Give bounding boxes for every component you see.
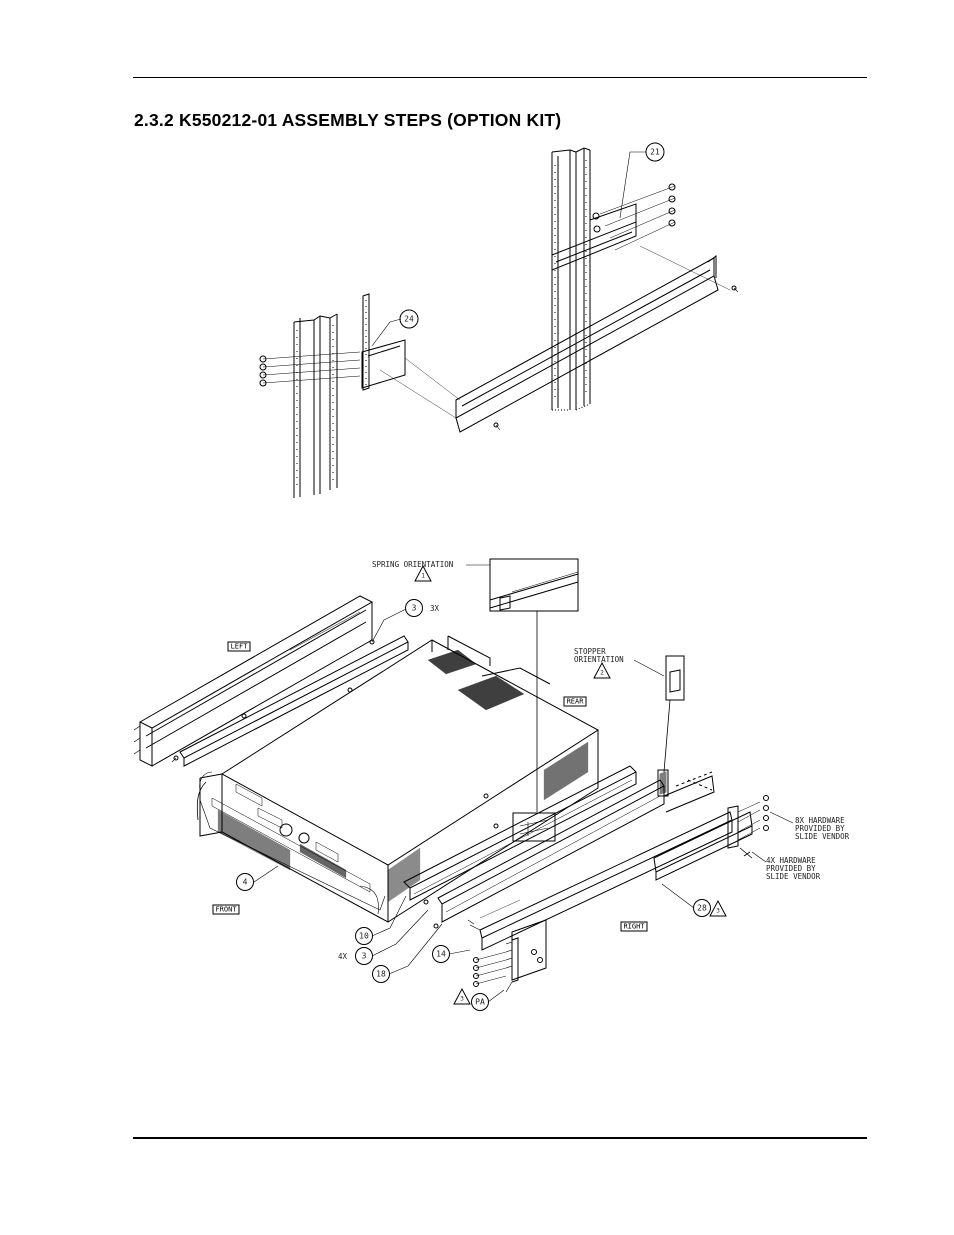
callout-24-label: 24 — [404, 315, 414, 324]
tag-rear: REAR — [567, 698, 585, 706]
callout-pa — [471, 993, 489, 1011]
callout-24 — [399, 309, 419, 329]
callout-3-top-label: 3 — [412, 604, 417, 613]
spring-detail-view — [466, 558, 579, 812]
rear-rack-post — [551, 147, 591, 411]
callout-14-label: 14 — [436, 950, 446, 959]
front-right-bracket — [473, 919, 547, 993]
callout-4 — [236, 873, 254, 891]
stopper-detail-view — [633, 655, 685, 773]
top-rack-figure — [259, 142, 739, 498]
callout-28-flag-label: 3 — [716, 908, 720, 915]
hw4-note-line1: 4X HARDWARE — [766, 856, 816, 865]
callout-3-top — [405, 599, 423, 617]
spring-orientation-note: SPRING ORIENTATION — [372, 560, 453, 569]
footer-rule — [133, 1137, 867, 1139]
callout-28 — [693, 899, 711, 917]
note-flag-1 — [414, 564, 432, 582]
bottom-chassis-figure — [133, 558, 794, 1011]
callout-pa-flag-label: 3 — [460, 996, 464, 1003]
callout-18 — [372, 965, 390, 983]
tag-right: RIGHT — [623, 923, 645, 931]
tag-box-left — [227, 641, 251, 652]
qty-3x-label: 3X — [430, 604, 440, 613]
left-inner-member — [171, 635, 409, 767]
side-rail — [379, 245, 739, 433]
hw4-note-line2: PROVIDED BY — [766, 864, 816, 873]
callout-4-label: 4 — [243, 878, 248, 887]
callout-18-label: 18 — [376, 970, 386, 979]
hw4-note-line3: SLIDE VENDOR — [766, 872, 821, 881]
hw8-note-line1: 8X HARDWARE — [795, 816, 845, 825]
spring-flag-label: 1 — [421, 573, 425, 580]
callout-21 — [645, 142, 665, 162]
front-bracket — [259, 293, 461, 401]
tag-box-right — [620, 921, 648, 932]
section-heading: 2.3.2 K550212-01 ASSEMBLY STEPS (OPTION … — [134, 110, 562, 130]
callout-10 — [355, 927, 373, 945]
hw8-note-line2: PROVIDED BY — [795, 824, 845, 833]
tag-left: LEFT — [231, 643, 249, 651]
callout-28-label: 28 — [697, 904, 707, 913]
note-flag-3b — [453, 987, 471, 1005]
right-rear-bracket — [467, 771, 769, 951]
callout-pa-label: PA — [475, 998, 485, 1007]
note-flag-2 — [593, 661, 611, 679]
stopper-note-line1: STOPPER — [574, 647, 606, 656]
right-slide-rail — [403, 765, 669, 929]
callout-14 — [432, 945, 450, 963]
callout-10-label: 10 — [359, 932, 369, 941]
note-flag-3a — [709, 899, 727, 917]
stopper-flag-label: 2 — [600, 670, 604, 677]
tag-box-front — [212, 904, 240, 915]
power-supply-chassis — [196, 635, 599, 923]
callout-3-bottom-label: 3 — [362, 952, 367, 961]
tag-box-rear — [563, 696, 587, 707]
stopper-note-line2: ORIENTATION — [574, 655, 624, 664]
front-rack-post — [293, 313, 338, 498]
rear-bracket — [551, 183, 676, 271]
callout-21-label: 21 — [650, 148, 660, 157]
callout-3-bottom — [355, 947, 373, 965]
header-rule — [133, 77, 867, 78]
qty-4x-label: 4X — [338, 952, 348, 961]
left-slide-rail — [133, 595, 375, 767]
hw8-note-line3: SLIDE VENDOR — [795, 832, 850, 841]
tag-front: FRONT — [215, 906, 237, 914]
